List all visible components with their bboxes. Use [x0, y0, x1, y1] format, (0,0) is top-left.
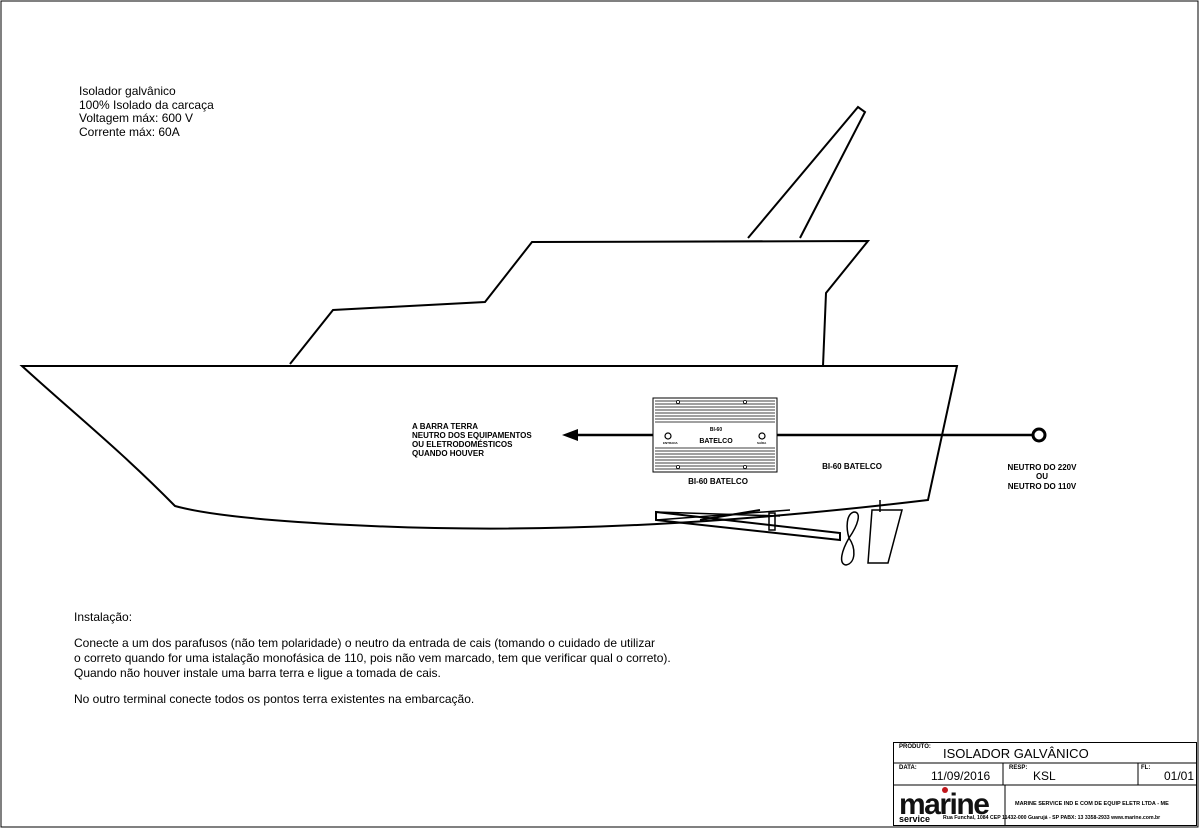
marine-logo-sub: service [899, 814, 931, 824]
device-caption-right: BI-60 BATELCO [822, 462, 882, 471]
spec-block: Isolador galvânico 100% Isolado da carca… [79, 84, 214, 139]
company-address: Rua Funchal, 1084 CEP 11432-000 Guarujá … [943, 815, 1161, 821]
installation-line-1: Conecte a um dos parafusos (não tem pola… [74, 636, 656, 650]
boat-mast [747, 105, 867, 239]
shaft-line-b [655, 509, 791, 521]
resp-value: KSL [1033, 769, 1056, 783]
spec-line-1: Isolador galvânico [79, 84, 176, 98]
installation-line-2: o correto quando for uma istalação monof… [74, 651, 671, 665]
terminal-right-label: SAÍDA [757, 440, 767, 445]
terminal-right-icon [758, 432, 766, 440]
device-brand: BATELCO [699, 438, 733, 445]
rudder [867, 509, 903, 564]
barra-terra-line-1: A BARRA TERRA [412, 422, 478, 431]
spec-line-3: Voltagem máx: 600 V [79, 111, 194, 125]
resp-label: RESP: [1009, 765, 1028, 771]
mount-hole-bl [676, 464, 681, 469]
spec-line-4: Corrente máx: 60A [79, 124, 180, 139]
bi60-device: BI-60 BATELCO ENTRADA SAÍDA [652, 397, 778, 473]
data-label: DATA: [899, 765, 917, 771]
shaft-line-a [655, 511, 781, 517]
title-block-grid [893, 742, 1197, 826]
installation-title: Instalação: [74, 610, 133, 624]
arrow-left-icon [562, 429, 578, 441]
device-fins-bottom [655, 447, 775, 470]
boat-cabin [289, 239, 871, 367]
neutro-line-1: NEUTRO DO 220V [1008, 463, 1078, 472]
boat-shaft [655, 510, 841, 542]
produto-value: ISOLADOR GALVÂNICO [943, 746, 1089, 761]
terminal-left-icon [664, 432, 672, 440]
mount-hole-br [743, 464, 748, 469]
barra-terra-line-4: QUANDO HOUVER [412, 449, 484, 458]
mount-hole-tl [676, 399, 681, 404]
spec-line-2: 100% Isolado da carcaça [79, 97, 214, 112]
neutro-line-3: NEUTRO DO 110V [1008, 482, 1077, 491]
installation-block: Instalação: Conecte a um dos parafusos (… [74, 610, 671, 707]
mount-hole-tr [743, 399, 748, 404]
data-value: 11/09/2016 [931, 769, 991, 783]
barra-terra-line-2: NEUTRO DOS EQUIPAMENTOS [412, 431, 532, 440]
barra-terra-line-3: OU ELETRODOMÉSTICOS [412, 440, 513, 449]
marine-logo: marine [899, 788, 990, 821]
propeller-icon [840, 511, 860, 566]
installation-last-line: No outro terminal conecte todos os ponto… [74, 692, 475, 706]
device-model: BI-60 [710, 427, 722, 433]
fl-label: FL: [1141, 765, 1151, 771]
terminal-left-label: ENTRADA [663, 441, 678, 445]
title-block: PRODUTO: ISOLADOR GALVÂNICO DATA: 11/09/… [893, 742, 1197, 826]
neutro-line-2: OU [1036, 472, 1048, 481]
fl-value: 01/01 [1164, 769, 1195, 783]
device-fins-top [655, 400, 775, 423]
logo-dot-icon [942, 787, 948, 793]
terminal-ring-icon [1031, 427, 1047, 443]
shaft-strut [768, 512, 776, 531]
installation-line-3: Quando não houver instale uma barra terr… [74, 666, 441, 680]
device-label-panel [661, 424, 769, 447]
device-caption-below: BI-60 BATELCO [688, 477, 748, 486]
produto-label: PRODUTO: [899, 744, 931, 750]
company-name: MARINE SERVICE IND E COM DE EQUIP ELETR … [1015, 801, 1169, 807]
